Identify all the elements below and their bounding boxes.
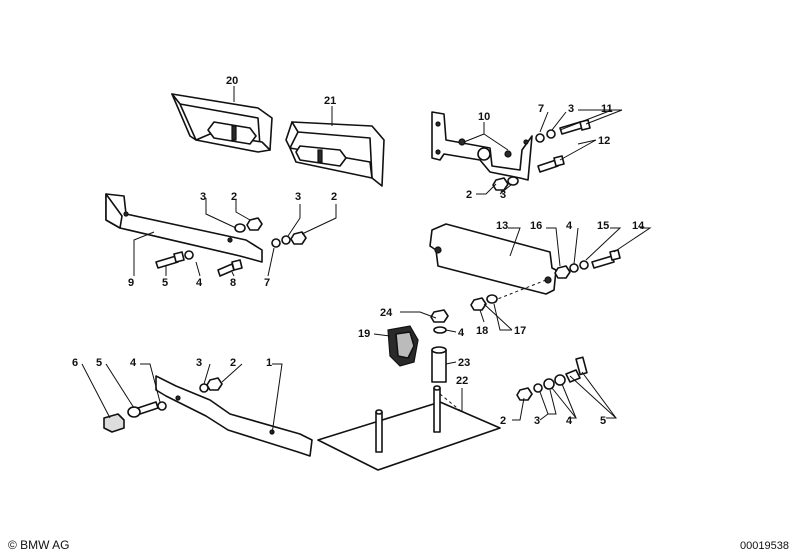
callout-4-left: 4 [196, 277, 203, 289]
callout-2-left: 2 [231, 191, 237, 203]
part-12-bolt[interactable] [537, 155, 565, 173]
part-1-rail[interactable] [155, 375, 313, 457]
part-22-base-plate[interactable] [317, 385, 501, 471]
callout-2-bottom: 2 [230, 357, 236, 369]
callout-4-plate: 4 [566, 220, 573, 232]
callout-13: 13 [496, 220, 508, 232]
part-17-washer[interactable] [486, 294, 498, 304]
callout-3-top: 3 [568, 103, 574, 115]
callout-15: 15 [597, 220, 609, 232]
part-14-bolt[interactable] [591, 249, 621, 269]
part-3-washer-bottom-right[interactable] [533, 383, 543, 393]
part-7-washer-upper-right[interactable] [535, 133, 545, 143]
callout-14: 14 [632, 220, 645, 232]
callout-9: 9 [128, 277, 134, 289]
part-4-washer-bottom-left[interactable] [157, 401, 167, 411]
document-number: 00019538 [740, 540, 789, 552]
callout-12: 12 [598, 135, 610, 147]
part-3-washer-upper-right[interactable] [507, 176, 519, 186]
callout-7-top: 7 [538, 103, 544, 115]
part-4-washer-stack[interactable] [433, 326, 447, 334]
part-18-nut[interactable] [470, 297, 487, 311]
part-4-washer-bottom-right-2[interactable] [554, 374, 566, 386]
callout-23: 23 [458, 357, 470, 369]
part-8-bolt[interactable] [217, 259, 243, 277]
part-2-nut-bottom-right[interactable] [516, 387, 533, 401]
callout-1: 1 [266, 357, 272, 369]
callout-7-left: 7 [264, 277, 270, 289]
part-11-bolt[interactable] [559, 119, 591, 135]
part-20-cover[interactable] [171, 93, 273, 153]
part-6-rubber-foot[interactable] [103, 413, 125, 433]
callout-2-top-right: 2 [466, 189, 472, 201]
callout-19: 19 [358, 328, 370, 340]
callout-3-top-right: 3 [500, 189, 506, 201]
callout-18: 18 [476, 325, 488, 337]
callout-3-bottom-right: 3 [534, 415, 540, 427]
part-13-plate[interactable] [429, 223, 557, 303]
part-19-rubber-buffer[interactable] [387, 325, 419, 367]
callout-20: 20 [226, 75, 238, 87]
part-16-nut[interactable] [554, 265, 571, 279]
callout-4-bottom-left: 4 [130, 357, 137, 369]
part-2-nut-left-2[interactable] [290, 231, 307, 245]
copyright-text: © BMW AG [8, 538, 70, 552]
callout-8: 8 [230, 277, 236, 289]
callout-17: 17 [514, 325, 526, 337]
part-5-bolt-bottom-left[interactable] [127, 401, 159, 418]
callout-11: 11 [601, 103, 613, 115]
callout-22: 22 [456, 375, 468, 387]
part-2-nut-left[interactable] [246, 217, 263, 231]
part-23-spacer[interactable] [431, 346, 447, 383]
callout-3-left: 3 [200, 191, 206, 203]
callout-5-bottom-right: 5 [600, 415, 606, 427]
callout-3-bottom: 3 [196, 357, 202, 369]
callout-4-bottom-right: 4 [566, 415, 573, 427]
part-5-bolt-bottom-right[interactable] [565, 356, 588, 383]
part-21-cover[interactable] [285, 121, 385, 187]
callout-6: 6 [72, 357, 78, 369]
callout-24: 24 [380, 307, 393, 319]
part-3-washer-upper-right-2[interactable] [546, 129, 556, 139]
callout-5-left: 5 [162, 277, 168, 289]
callout-2-mid: 2 [331, 191, 337, 203]
callout-10: 10 [478, 111, 490, 123]
part-10-bracket[interactable] [431, 111, 533, 181]
callout-4-stack: 4 [458, 327, 465, 339]
part-4-washer-plate[interactable] [569, 263, 579, 273]
leader-lines [81, 86, 652, 435]
part-24-nut[interactable] [430, 309, 449, 323]
part-5-bolt-left[interactable] [155, 251, 185, 269]
part-15-washer[interactable] [579, 260, 589, 270]
part-3-washer-left-2[interactable] [281, 235, 291, 245]
part-2-nut-bottom[interactable] [206, 377, 223, 391]
callout-2-bottom-right: 2 [500, 415, 506, 427]
part-9-bracket[interactable] [105, 193, 263, 263]
callout-3-mid: 3 [295, 191, 301, 203]
callout-5-bottom-left: 5 [96, 357, 102, 369]
part-4-washer-left[interactable] [184, 250, 194, 260]
part-2-nut-upper-right[interactable] [492, 177, 509, 191]
part-4-washer-bottom-right[interactable] [543, 378, 555, 390]
part-3-washer-left[interactable] [234, 223, 246, 233]
part-7-washer-left[interactable] [271, 238, 281, 248]
callout-21: 21 [324, 95, 336, 107]
callout-16: 16 [530, 220, 542, 232]
